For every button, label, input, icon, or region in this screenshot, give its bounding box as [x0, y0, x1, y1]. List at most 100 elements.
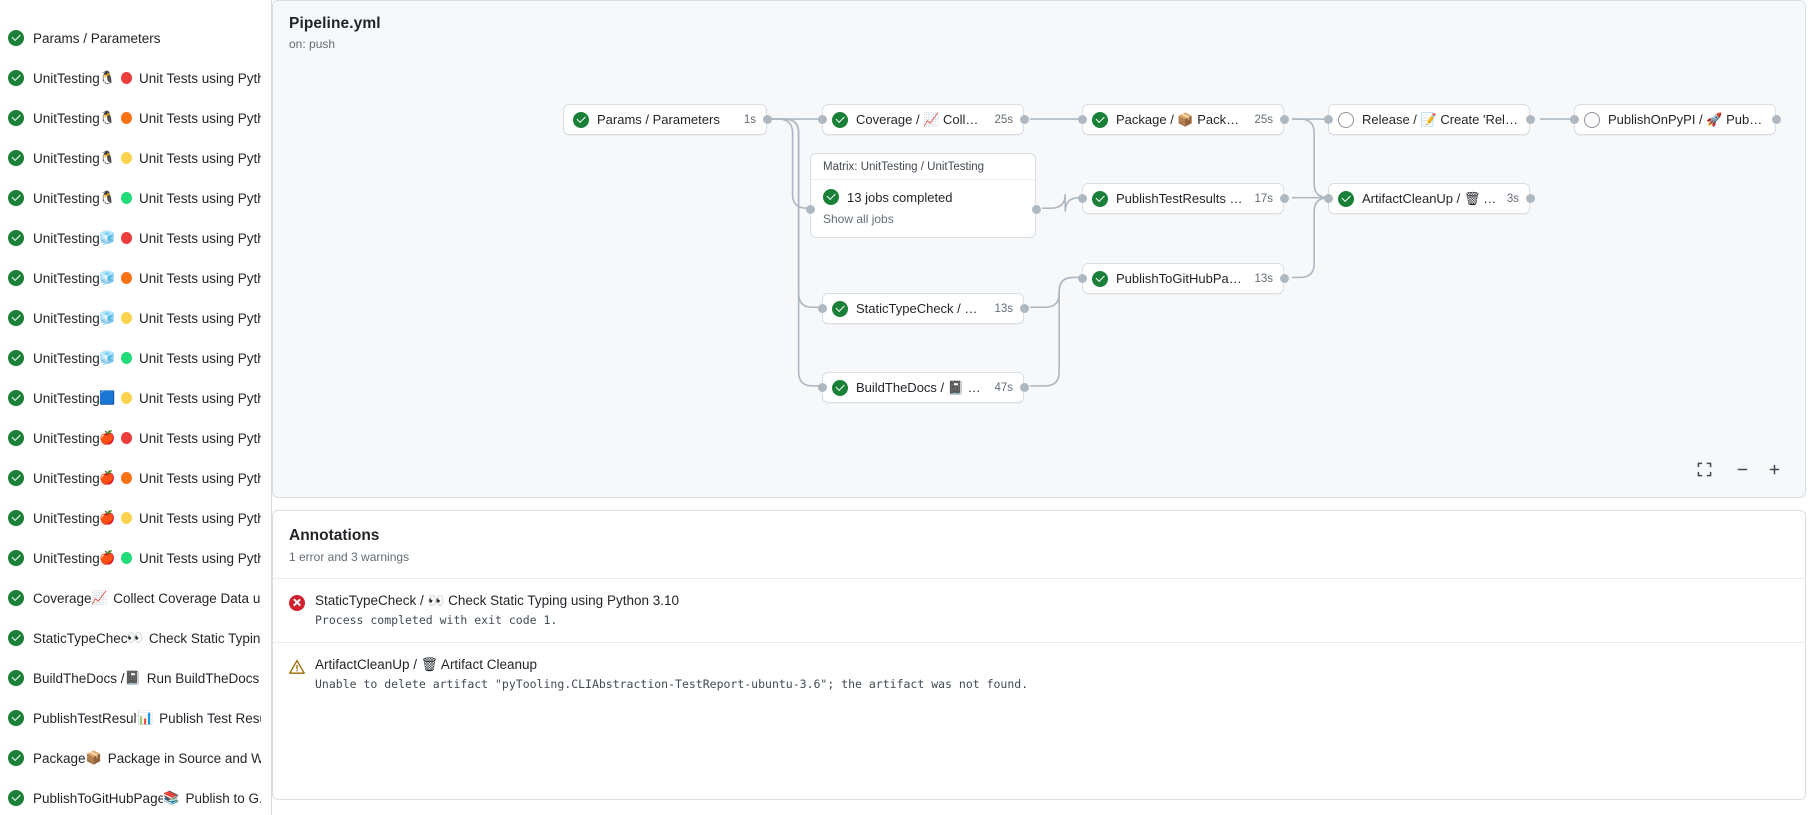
- sidebar-job-label: UnitTesting /: [33, 390, 100, 406]
- sidebar-job-label-tail: Unit Tests using Pyth...: [139, 550, 261, 566]
- python-version-dot-icon: [121, 232, 132, 244]
- graph-node-ghpages[interactable]: PublishToGitHubPages / 📚 ...13s: [1082, 263, 1284, 294]
- sidebar-job-item[interactable]: Coverage / 📈Collect Coverage Data usi...: [0, 578, 271, 618]
- graph-node-duration: 13s: [1254, 272, 1273, 285]
- graph-node-builddocs[interactable]: BuildTheDocs / 📓 Run Buil...47s: [822, 372, 1024, 403]
- job-status-icon: [8, 350, 24, 366]
- sidebar-job-label: UnitTesting /: [33, 190, 100, 206]
- sidebar-job-item[interactable]: PublishTestResults / 📊Publish Test Resu.…: [0, 698, 271, 738]
- sidebar-job-item[interactable]: UnitTesting / 🍎Unit Tests using Pyth...: [0, 498, 271, 538]
- annotations-title: Annotations: [289, 527, 380, 544]
- graph-node-statictype[interactable]: StaticTypeCheck / 👀 Chec...13s: [822, 293, 1024, 324]
- python-version-dot-icon: [121, 352, 132, 364]
- sidebar-job-label-tail: Check Static Typing...: [148, 630, 261, 646]
- matrix-summary-row: 13 jobs completed: [823, 189, 1023, 205]
- annotation-body: StaticTypeCheck / 👀 Check Static Typing …: [315, 593, 679, 627]
- sidebar-job-label: UnitTesting /: [33, 110, 100, 126]
- sidebar-job-label-tail: Unit Tests using Pyth...: [139, 350, 261, 366]
- node-input-port: [1323, 115, 1333, 124]
- sidebar-job-label-tail: Collect Coverage Data usi...: [113, 590, 261, 606]
- os-emoji-icon: 🧊: [99, 310, 116, 326]
- graph-node-release[interactable]: Release / 📝 Create 'Release P...: [1328, 104, 1530, 135]
- sidebar-job-item[interactable]: UnitTesting / 🧊Unit Tests using Pyth...: [0, 218, 271, 258]
- fullscreen-icon[interactable]: [1691, 457, 1717, 481]
- graph-node-duration: 17s: [1254, 192, 1273, 205]
- matrix-status-icon: [823, 189, 839, 205]
- sidebar-job-label: PublishToGitHubPages /: [33, 790, 164, 806]
- sidebar-job-item[interactable]: UnitTesting / 🧊Unit Tests using Pyth...: [0, 298, 271, 338]
- matrix-group-box[interactable]: Matrix: UnitTesting / UnitTesting 13 jobs…: [810, 153, 1036, 238]
- job-status-icon: [8, 110, 24, 126]
- python-version-dot-icon: [121, 432, 132, 444]
- graph-node-label: Params / Parameters: [597, 112, 720, 127]
- zoom-in-button[interactable]: [1761, 457, 1787, 481]
- sidebar-job-item[interactable]: Params / Parameters: [0, 18, 271, 58]
- sidebar-job-label: UnitTesting /: [33, 510, 100, 526]
- job-status-icon: [8, 270, 24, 286]
- node-input-port: [1077, 194, 1087, 203]
- sidebar-job-item[interactable]: UnitTesting / 🍎Unit Tests using Pyth...: [0, 458, 271, 498]
- annotation-job-name: StaticTypeCheck / 👀 Check Static Typing …: [315, 593, 679, 608]
- graph-node-duration: 25s: [994, 113, 1013, 126]
- zoom-out-button[interactable]: [1729, 457, 1755, 481]
- python-version-dot-icon: [121, 512, 132, 524]
- sidebar-job-label: StaticTypeCheck /: [33, 630, 127, 646]
- sidebar-job-item[interactable]: UnitTesting / 🍎Unit Tests using Pyth...: [0, 418, 271, 458]
- sidebar-job-item[interactable]: Package / 📦Package in Source and Wh...: [0, 738, 271, 778]
- workflow-trigger: on: push: [289, 37, 336, 51]
- sidebar-job-label-tail: Run BuildTheDocs: [146, 670, 260, 686]
- annotations-panel: Annotations 1 error and 3 warnings Stati…: [272, 510, 1806, 800]
- sidebar-job-item[interactable]: UnitTesting / 🐧Unit Tests using Pyth...: [0, 178, 271, 218]
- sidebar-job-label-tail: Publish Test Resu...: [159, 710, 261, 726]
- annotation-row[interactable]: StaticTypeCheck / 👀 Check Static Typing …: [273, 578, 1805, 642]
- job-status-icon: [8, 230, 24, 246]
- graph-node-label: ArtifactCleanUp / 🗑 Artifac...: [1362, 190, 1497, 206]
- sidebar-job-item[interactable]: UnitTesting / 🐧Unit Tests using Pyth...: [0, 58, 271, 98]
- sidebar-job-label: UnitTesting /: [33, 470, 100, 486]
- sidebar-job-item[interactable]: UnitTesting / 🐧Unit Tests using Pyth...: [0, 138, 271, 178]
- sidebar-job-item[interactable]: UnitTesting / 🧊Unit Tests using Pyth...: [0, 258, 271, 298]
- sidebar-job-label: UnitTesting /: [33, 550, 100, 566]
- os-emoji-icon: 👀: [126, 630, 143, 646]
- graph-node-artifact[interactable]: ArtifactCleanUp / 🗑 Artifac...3s: [1328, 183, 1530, 214]
- show-all-jobs-link[interactable]: Show all jobs: [823, 212, 894, 226]
- node-status-icon: [832, 300, 848, 317]
- node-status-icon: [573, 111, 589, 128]
- os-emoji-icon: 🍎: [99, 430, 116, 446]
- sidebar-job-item[interactable]: BuildTheDocs / 📓Run BuildTheDocs: [0, 658, 271, 698]
- python-version-dot-icon: [121, 192, 132, 204]
- sidebar-job-label: Coverage /: [33, 590, 92, 606]
- python-version-dot-icon: [121, 312, 132, 324]
- node-input-port: [1077, 274, 1087, 283]
- job-status-icon: [8, 390, 24, 406]
- sidebar-job-label-tail: Unit Tests using Pyth...: [139, 390, 261, 406]
- matrix-title: Matrix: UnitTesting / UnitTesting: [811, 154, 1035, 180]
- node-status-icon: [1092, 111, 1108, 128]
- python-version-dot-icon: [121, 472, 132, 484]
- graph-node-publishpypi[interactable]: PublishOnPyPI / 🚀 Publish to ...: [1574, 104, 1776, 135]
- sidebar-job-label-tail: Unit Tests using Pyth...: [139, 510, 261, 526]
- job-status-icon: [8, 430, 24, 446]
- graph-node-testresults[interactable]: PublishTestResults / 📊 Pu...17s: [1082, 183, 1284, 214]
- graph-node-label: BuildTheDocs / 📓 Run Buil...: [856, 379, 985, 395]
- sidebar-job-item[interactable]: UnitTesting / 🧊Unit Tests using Pyth...: [0, 338, 271, 378]
- os-emoji-icon: 📓: [124, 670, 141, 686]
- graph-node-package[interactable]: Package / 📦 Package in So...25s: [1082, 104, 1284, 135]
- graph-node-coverage[interactable]: Coverage / 📈 Collect Cove...25s: [822, 104, 1024, 135]
- node-status-icon: [832, 111, 848, 128]
- sidebar-job-item[interactable]: UnitTesting / 🐧Unit Tests using Pyth...: [0, 98, 271, 138]
- sidebar-job-item[interactable]: PublishToGitHubPages / 📚Publish to G...: [0, 778, 271, 815]
- job-status-icon: [8, 310, 24, 326]
- matrix-output-port: [1031, 204, 1041, 214]
- node-input-port: [817, 115, 827, 124]
- workflow-title: Pipeline.yml: [289, 15, 381, 32]
- sidebar-job-item[interactable]: StaticTypeCheck / 👀 Check Static Typing..…: [0, 618, 271, 658]
- node-status-icon: [1092, 190, 1108, 207]
- sidebar-job-item[interactable]: UnitTesting / 🍎Unit Tests using Pyth...: [0, 538, 271, 578]
- sidebar-job-item[interactable]: UnitTesting / 🟦Unit Tests using Pyth...: [0, 378, 271, 418]
- graph-zoom-controls[interactable]: [1691, 457, 1787, 481]
